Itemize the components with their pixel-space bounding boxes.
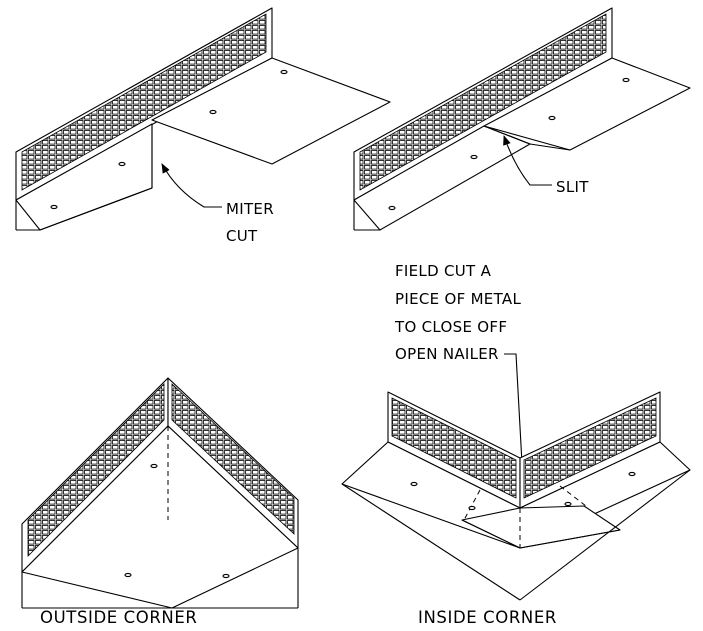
slit-leader	[503, 135, 552, 186]
vent-louvers	[391, 397, 517, 499]
nail-hole	[150, 463, 158, 469]
vent-louvers	[21, 13, 267, 191]
nail-hole	[222, 573, 230, 579]
slit-label: SLIT	[556, 178, 589, 196]
vent-louvers	[171, 383, 295, 535]
field-cut-note: FIELD CUT A PIECE OF METAL TO CLOSE OFF …	[394, 262, 528, 501]
miter-cut-label: CUT	[226, 227, 258, 245]
caption-inside-corner: INSIDE CORNER	[418, 608, 557, 627]
field-note-line: FIELD CUT A	[395, 262, 492, 280]
closure-dash	[463, 489, 481, 521]
nail-hole	[622, 77, 630, 83]
nail-hole	[564, 501, 572, 507]
nail-hole	[410, 481, 418, 487]
vent-louvers	[523, 397, 657, 499]
inside-corner-drawing	[341, 391, 691, 601]
nail-hole	[50, 204, 58, 210]
slit-drawing: SLIT	[353, 7, 691, 231]
field-note-line: OPEN NAILER	[395, 345, 499, 363]
field-note-line: TO CLOSE OFF	[394, 318, 507, 336]
field-note-leader	[504, 353, 528, 501]
nail-hole	[124, 572, 132, 578]
miter-cut-label: MITER	[226, 200, 274, 218]
miter-cut-drawing: MITER CUT	[15, 7, 391, 245]
caption-outside-corner: OUTSIDE CORNER	[40, 608, 197, 627]
vent-louvers	[359, 13, 607, 191]
nail-hole	[468, 505, 476, 511]
slit-line	[483, 125, 531, 145]
nail-hole	[628, 471, 636, 477]
nail-hole	[388, 205, 396, 211]
outside-corner-drawing	[21, 377, 299, 609]
nail-hole	[118, 161, 126, 167]
field-note-line: PIECE OF METAL	[395, 290, 521, 308]
closure-dash	[559, 485, 587, 507]
nail-hole	[280, 69, 288, 75]
miter-cut-leader	[161, 163, 222, 208]
right-flange	[151, 57, 391, 165]
vent-louvers	[27, 383, 165, 557]
right-flange	[483, 57, 691, 151]
nail-hole	[470, 154, 478, 160]
nail-hole	[209, 109, 217, 115]
nail-hole	[548, 115, 556, 121]
